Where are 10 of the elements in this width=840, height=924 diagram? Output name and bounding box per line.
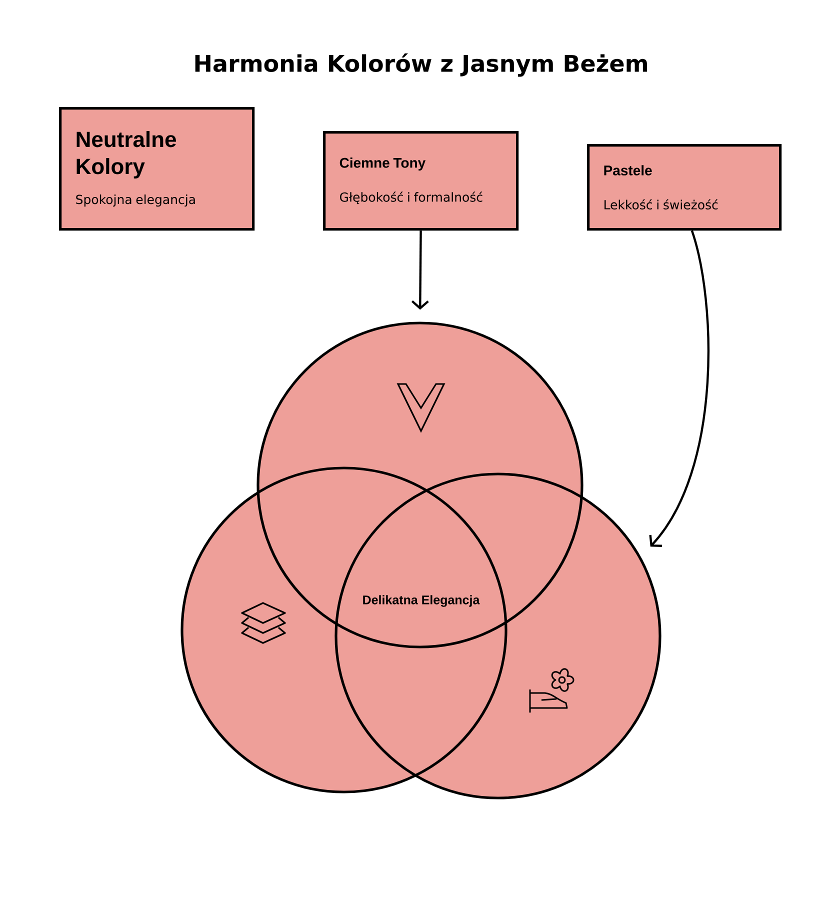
category-box: Pastele Lekkość i świeżość	[587, 144, 782, 231]
title: Harmonia Kolorów z Jasnym Beżem	[195, 53, 647, 77]
category-box: Neutralne Kolory Spokojna elegancja	[59, 107, 255, 231]
venn-circle	[334, 472, 662, 800]
region-label: Delikatna Elegancja	[363, 595, 480, 607]
arrow	[649, 230, 710, 547]
venn-circle	[256, 322, 584, 648]
arrow	[411, 230, 429, 310]
category-box: Ciemne Tony Głębokość i formalność	[323, 131, 519, 231]
venn-circle	[180, 466, 508, 794]
